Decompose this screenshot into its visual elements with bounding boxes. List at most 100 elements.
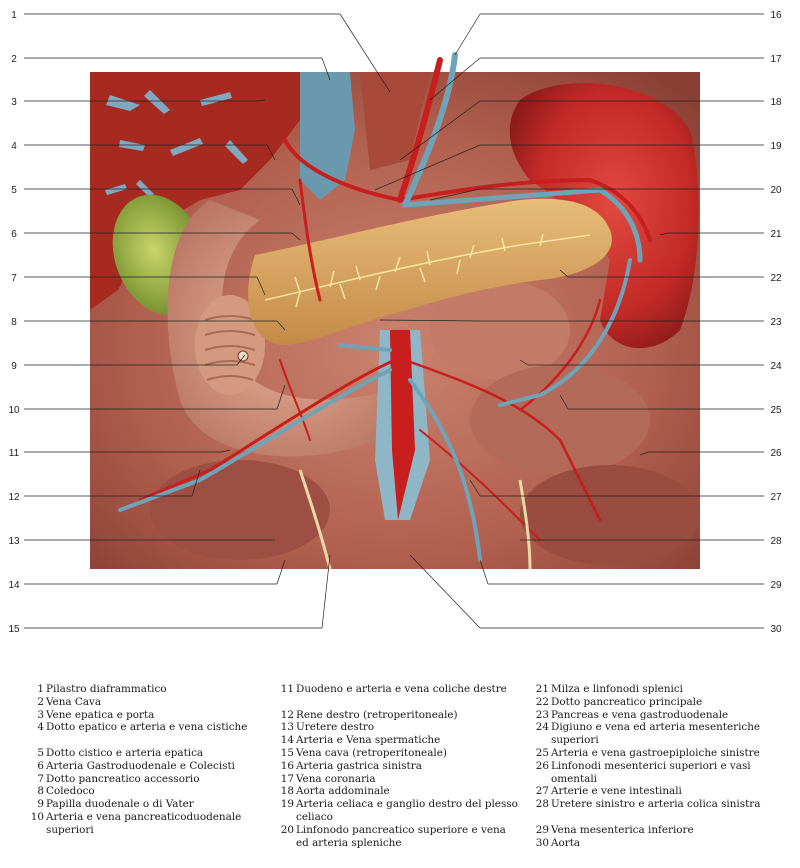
leader-label-left: 4 xyxy=(11,141,17,152)
pancreatic-duct xyxy=(264,233,591,308)
leader-line-right xyxy=(429,57,481,101)
legend-number: 10 xyxy=(30,811,44,823)
legend-text: Pilastro diaframmatico xyxy=(46,683,167,695)
legend-number: 18 xyxy=(280,785,294,798)
legend-number: 20 xyxy=(280,823,294,836)
legend-number: 2 xyxy=(37,695,44,708)
leader-label-right: 25 xyxy=(770,405,782,416)
leader-label-left: 5 xyxy=(11,185,17,196)
leader-label-right: 17 xyxy=(770,54,782,65)
spleen xyxy=(509,83,699,349)
legend-text: Linfonodi mesenterici superiori e vasi o… xyxy=(551,759,751,785)
legend-text: Dotto pancreatico principale xyxy=(551,695,703,708)
leader-line-right xyxy=(639,451,649,456)
legend-text: Vene epatica e porta xyxy=(46,708,155,721)
leader-label-left: 1 xyxy=(11,10,17,21)
leader-label-left: 2 xyxy=(11,54,17,65)
legend-text: Duodeno e arteria e vena coliche destre xyxy=(296,683,507,695)
leader-label-right: 24 xyxy=(770,361,782,372)
legend-number: 14 xyxy=(280,734,294,747)
leader-line-left xyxy=(256,99,266,102)
legend-text: Uretere sinistro e arteria colica sinist… xyxy=(551,798,761,811)
legend-number: 5 xyxy=(37,747,44,759)
legend-text: Dotto epatico e arteria e vena cistiche xyxy=(46,721,248,734)
jejunum-loop-2 xyxy=(470,365,650,475)
legend-text: Vena coronaria xyxy=(296,772,376,785)
legend-number: 23 xyxy=(535,708,549,721)
right-kidney xyxy=(150,460,330,560)
legend-number: 21 xyxy=(535,683,549,695)
leader-line-right xyxy=(559,269,569,278)
legend-number: 15 xyxy=(280,747,294,759)
legend-text: Vena cava (retroperitoneale) xyxy=(296,747,447,759)
legend-text: Linfonodo pancreatico superiore e vena e… xyxy=(296,823,506,849)
legend-text: Rene destro (retroperitoneale) xyxy=(296,708,458,721)
leader-line-left xyxy=(276,320,286,331)
leader-line-right xyxy=(519,359,529,366)
leader-label-right: 16 xyxy=(770,10,782,21)
leader-line-left xyxy=(339,13,391,93)
legend-text: Coledoco xyxy=(46,785,95,798)
legend-text: Dotto cistico e arteria epatica xyxy=(46,747,204,759)
legend-text: Arteria celiaca e ganglio destro del ple… xyxy=(296,798,518,823)
leader-line-left xyxy=(191,469,201,497)
legend-number: 17 xyxy=(280,772,294,785)
leader-label-left: 15 xyxy=(8,624,20,635)
legend-text: Vena Cava xyxy=(46,695,102,708)
leader-line-right xyxy=(409,554,481,629)
leader-label-right: 20 xyxy=(770,185,782,196)
legend-text: Arteria Gastroduodenale e Colecisti xyxy=(46,759,235,772)
illustration-panel xyxy=(90,52,700,570)
legend-number: 26 xyxy=(535,759,549,772)
leader-line-right xyxy=(399,100,481,161)
leader-label-right: 26 xyxy=(770,448,782,459)
leader-label-left: 8 xyxy=(11,317,17,328)
leader-label-left: 3 xyxy=(11,97,17,108)
arteries xyxy=(138,57,652,541)
legend-text: Pancreas e vena gastroduodenale xyxy=(551,708,729,721)
legend-number: 4 xyxy=(37,721,44,734)
leader-label-left: 11 xyxy=(9,448,20,459)
leader-line-left xyxy=(276,559,286,585)
leader-line-right xyxy=(379,319,481,322)
leader-line-left xyxy=(321,57,331,81)
leader-line-left xyxy=(291,232,301,241)
legend-number: 16 xyxy=(280,759,294,772)
legend-text: Aorta xyxy=(551,836,581,849)
leader-label-right: 29 xyxy=(770,580,782,591)
leader-label-right: 18 xyxy=(770,97,782,108)
legend-text: Digiuno e vena ed arteria mesenteriche s… xyxy=(551,721,761,747)
legend-number: 30 xyxy=(535,836,549,849)
leader-line-right xyxy=(479,559,489,585)
legend-number: 19 xyxy=(280,798,294,811)
leader-line-left xyxy=(236,354,246,366)
legend-text: Arteria e vena gastroepiploiche sinistre xyxy=(551,747,760,759)
jejunum-loop xyxy=(430,280,570,380)
legend-number: 3 xyxy=(37,708,44,721)
legend-text: Arteria e vena pancreaticoduodenale supe… xyxy=(46,811,242,836)
leader-lines: 1234567891011121314151617181920212223242… xyxy=(8,10,782,635)
leader-label-right: 22 xyxy=(770,273,782,284)
leader-label-left: 9 xyxy=(11,361,17,372)
